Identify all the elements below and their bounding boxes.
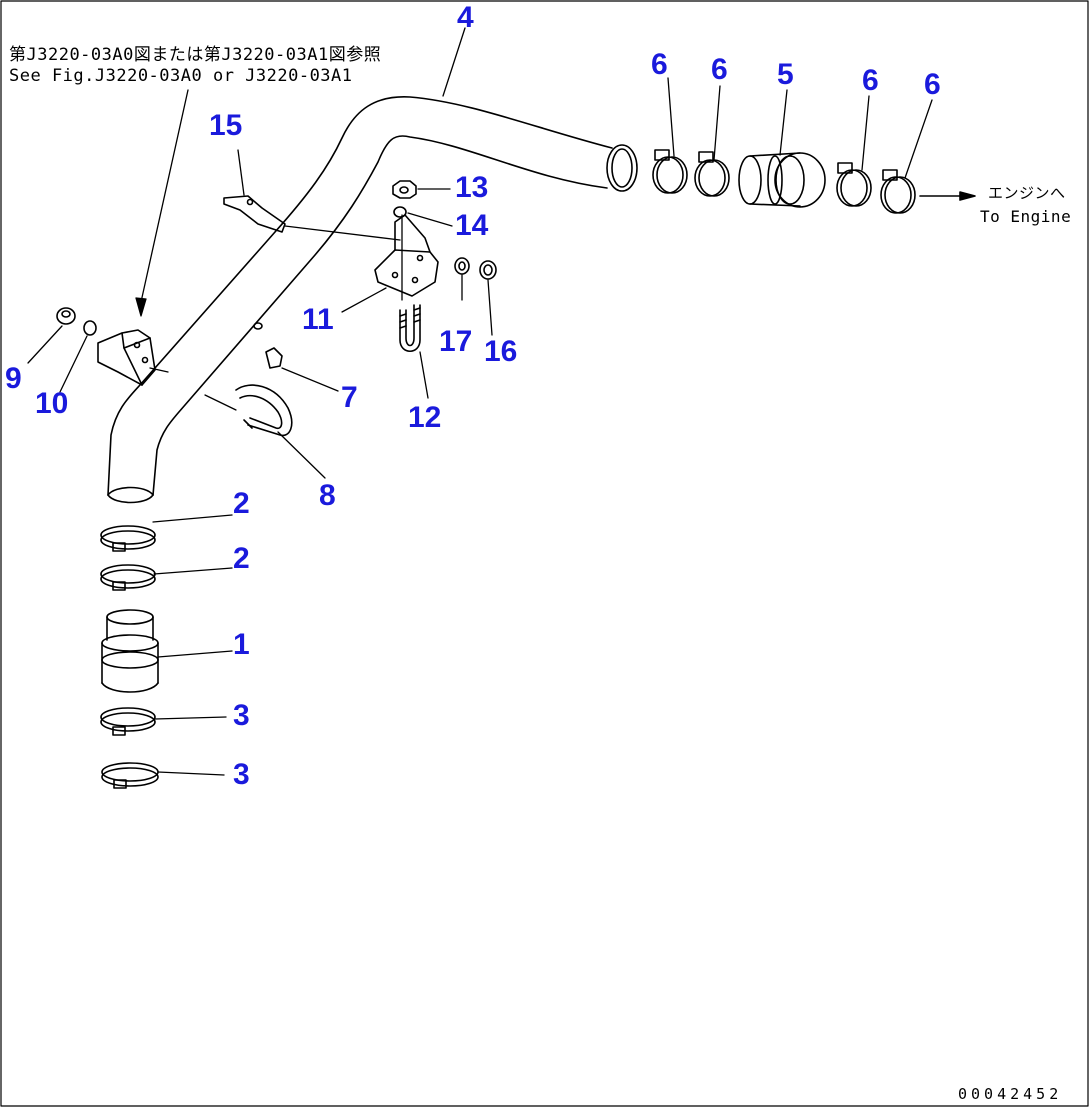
washer-part-10 (83, 320, 97, 336)
upper-clamp-part-6c (836, 162, 872, 207)
callout-3: 3 (233, 758, 250, 791)
reference-note-jp: 第J3220-03A0図または第J3220-03A1図参照 (9, 45, 382, 65)
callout-16: 16 (484, 335, 518, 368)
callout-10: 10 (35, 387, 69, 420)
mounting-plate-part-11 (374, 214, 439, 297)
lower-clamp-part-2b (100, 564, 156, 591)
hose-clamp-part-8 (235, 384, 293, 437)
bracket-part-15 (223, 195, 286, 233)
left-bracket (97, 329, 156, 386)
to-engine-note-jp: エンジンへ (988, 184, 1066, 202)
callout-2: 2 (233, 542, 250, 575)
lower-clamp-part-3b (101, 762, 159, 789)
callout-5: 5 (777, 58, 794, 91)
callout-12: 12 (408, 401, 442, 434)
nut-part-9 (56, 307, 76, 325)
callout-1: 1 (233, 628, 250, 661)
callout-15: 15 (209, 109, 243, 142)
callout-11: 11 (302, 303, 334, 336)
callout-7: 7 (341, 381, 358, 414)
washer-part-14 (393, 206, 407, 218)
callout-6: 6 (862, 64, 879, 97)
to-engine-arrow (919, 191, 976, 201)
callout-6: 6 (711, 53, 728, 86)
upper-clamp-part-6d (880, 169, 916, 214)
lower-clamp-part-3a (100, 707, 156, 736)
washer-part-17 (454, 257, 470, 275)
u-bolt-part-12 (399, 304, 421, 353)
leader-lines (27, 27, 933, 776)
lower-hose-part-1 (101, 609, 159, 693)
callout-13: 13 (455, 171, 489, 204)
callout-9: 9 (5, 362, 22, 395)
callout-17: 17 (439, 325, 473, 358)
nut-part-16 (479, 260, 497, 280)
lower-clamp-part-2a (100, 525, 156, 552)
callout-8: 8 (319, 479, 336, 512)
upper-clamp-part-6a (652, 149, 688, 194)
callout-6: 6 (924, 68, 941, 101)
callout-14: 14 (455, 209, 489, 242)
upper-clamp-part-6b (694, 151, 730, 197)
plug-part-7 (253, 322, 283, 369)
nut-part-13 (392, 180, 417, 199)
callout-6: 6 (651, 48, 668, 81)
callout-4: 4 (457, 1, 474, 34)
document-number: 00042452 (958, 1085, 1063, 1103)
callout-3: 3 (233, 699, 250, 732)
upper-hose-part-5 (738, 152, 826, 208)
reference-note-en: See Fig.J3220-03A0 or J3220-03A1 (9, 66, 353, 86)
callout-2: 2 (233, 487, 250, 520)
to-engine-note-en: To Engine (980, 207, 1072, 226)
air-pipe-part-4 (107, 96, 638, 504)
